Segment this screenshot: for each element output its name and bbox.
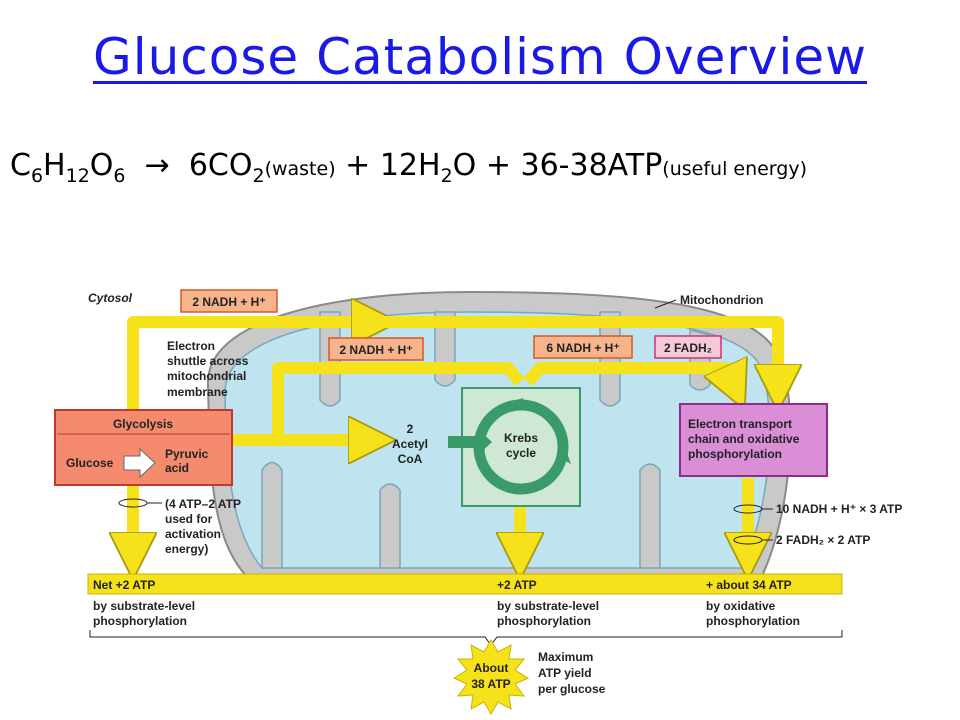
svg-text:phosphorylation: phosphorylation [706,614,800,628]
krebs-cycle-arrow-icon-2 [556,448,571,464]
substrate-label-2: by substrate-level phosphorylation [497,599,599,628]
nadh-top-label: 2 NADH + H⁺ [192,295,265,309]
svg-text:membrane: membrane [167,385,228,399]
svg-text:mitochondrial: mitochondrial [167,369,246,383]
shuttle-label: Electron shuttle across mitochondrial me… [167,339,249,399]
glucose-equation: C6H12O6 → 6CO2(waste) + 12H2O + 36-38ATP… [10,148,808,187]
nadh-mid-box: 2 NADH + H⁺ [328,337,424,361]
etc-label-2: chain and oxidative [688,432,800,446]
glycolysis-box: Glycolysis Glucose Pyruvic acid [54,409,233,486]
oxidative-label: by oxidative phosphorylation [706,599,800,628]
svg-text:by oxidative: by oxidative [706,599,776,613]
nadh-top-box: 2 NADH + H⁺ [180,289,278,313]
cytosol-label: Cytosol [88,291,133,305]
krebs-atp-label: +2 ATP [497,578,537,592]
glycolysis-title: Glycolysis [113,417,173,431]
ox-atp-label: + about 34 ATP [706,578,792,592]
nadh-mid-label: 2 NADH + H⁺ [339,343,412,357]
glucose-label: Glucose [66,456,114,470]
substrate-label-1: by substrate-level phosphorylation [93,599,195,628]
svg-text:energy): energy) [165,542,208,556]
about-label-1: About [474,661,509,675]
pyruvic-label-1: Pyruvic [165,447,209,461]
pyruvic-label-2: acid [165,461,189,475]
krebs-label-1: Krebs [504,431,538,445]
mitochondrion-pointer [654,299,677,309]
page-title: Glucose Catabolism Overview [92,28,868,86]
fadh2-label: 2 FADH₂ [664,341,712,355]
svg-text:per glucose: per glucose [538,682,606,696]
arrow-icon: → [144,148,170,183]
svg-text:phosphorylation: phosphorylation [93,614,187,628]
etc-box: Electron transport chain and oxidative p… [679,403,828,477]
svg-text:used for: used for [165,512,213,526]
svg-text:activation: activation [165,527,221,541]
svg-text:phosphorylation: phosphorylation [497,614,591,628]
krebs-cycle-ring [473,399,569,495]
maximum-yield-label: Maximum ATP yield per glucose [538,650,606,696]
svg-text:2: 2 [407,422,414,436]
krebs-cycle-box: Krebs cycle [448,387,581,507]
nadh-krebs-box: 6 NADH + H⁺ [533,335,633,359]
net-atp-label: Net +2 ATP [93,578,155,592]
krebs-cycle-arrow-icon [508,398,524,412]
svg-text:shuttle across: shuttle across [167,354,249,368]
svg-text:by substrate-level: by substrate-level [93,599,195,613]
svg-text:ATP yield: ATP yield [538,666,592,680]
svg-text:CoA: CoA [398,452,423,466]
krebs-label-2: cycle [506,446,536,460]
svg-text:Electron: Electron [167,339,215,353]
svg-text:Maximum: Maximum [538,650,593,664]
acetyl-coa-label: 2 Acetyl CoA [392,422,428,466]
mitochondrion-label: Mitochondrion [680,293,763,307]
about-38-atp-burst: About 38 ATP [452,639,530,715]
fadh-yield-label: 2 FADH₂ × 2 ATP [776,533,870,547]
nadh-yield-label: 10 NADH + H⁺ × 3 ATP [776,502,902,516]
etc-label-1: Electron transport [688,417,792,431]
svg-text:(4 ATP–2 ATP: (4 ATP–2 ATP [165,497,241,511]
etc-label-3: phosphorylation [688,447,782,461]
nadh-krebs-label: 6 NADH + H⁺ [546,341,619,355]
activation-label: (4 ATP–2 ATP used for activation energy) [165,497,241,556]
about-label-2: 38 ATP [471,677,510,691]
total-brace [89,630,843,646]
fadh2-box: 2 FADH₂ [654,335,722,359]
glycolysis-arrow-icon [123,447,156,479]
atp-yield-bar [87,573,843,595]
svg-text:by substrate-level: by substrate-level [497,599,599,613]
svg-text:Acetyl: Acetyl [392,437,428,451]
